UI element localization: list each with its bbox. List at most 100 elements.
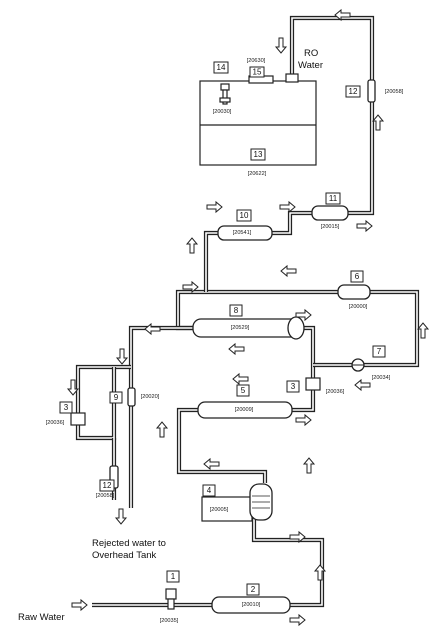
- numbox-3-left: 3: [59, 401, 73, 414]
- arrow-left-icon: [228, 342, 245, 356]
- code-14: [20030]: [213, 109, 232, 115]
- numbox-9: 9: [109, 391, 123, 404]
- valve-7: [351, 358, 365, 372]
- svg-text:3: 3: [291, 382, 296, 391]
- arrow-right-icon: [289, 613, 306, 627]
- code-13: [20622]: [248, 171, 267, 177]
- numbox-10: 10: [236, 209, 252, 222]
- numbox-13: 13: [250, 148, 266, 161]
- svg-text:5: 5: [241, 386, 246, 395]
- arrow-up-icon: [313, 564, 327, 581]
- svg-text:12: 12: [103, 481, 112, 490]
- arrow-up-icon: [416, 322, 430, 339]
- arrow-down-icon: [66, 379, 80, 396]
- svg-text:11: 11: [329, 194, 338, 203]
- arrow-left-icon: [280, 264, 297, 278]
- arrow-up-icon: [155, 421, 169, 438]
- filter-10: [217, 225, 273, 241]
- svg-text:13: 13: [254, 150, 263, 159]
- numbox-2: 2: [246, 583, 260, 596]
- code-1: [20035]: [160, 618, 179, 624]
- svg-text:7: 7: [377, 347, 382, 356]
- numbox-11: 11: [325, 192, 341, 205]
- arrow-right-icon: [295, 413, 312, 427]
- code-4: [20005]: [210, 507, 229, 513]
- arrow-right-icon: [295, 308, 312, 322]
- code-8: [20529]: [231, 325, 250, 331]
- arrow-right-icon: [356, 219, 373, 233]
- code-6: [20000]: [349, 304, 368, 310]
- code-3-left: [20036]: [46, 420, 65, 426]
- code-3-right: [20036]: [326, 389, 345, 395]
- filter-11: [311, 205, 349, 221]
- numbox-5: 5: [236, 384, 250, 397]
- filter-5: [197, 401, 293, 419]
- svg-text:10: 10: [240, 211, 249, 220]
- arrow-right-icon: [279, 200, 296, 214]
- numbox-12-bottom: 12: [99, 479, 115, 492]
- component-3-left: [70, 412, 86, 426]
- svg-text:6: 6: [355, 272, 360, 281]
- label-raw-water: Raw Water: [18, 612, 65, 623]
- code-2: [20010]: [242, 602, 261, 608]
- label-ro-line2: Water: [298, 60, 323, 71]
- code-5: [20009]: [235, 407, 254, 413]
- code-12-bottom: [20058]: [96, 493, 115, 499]
- arrow-left-icon: [334, 8, 351, 22]
- ro-inlet-connector: [285, 73, 299, 83]
- flow-arrows: [66, 8, 430, 627]
- filter-2: [211, 596, 291, 614]
- numbox-1: 1: [166, 570, 180, 583]
- label-rejected-line2: Overhead Tank: [92, 550, 157, 561]
- arrow-right-icon: [289, 530, 306, 544]
- numbox-14: 14: [213, 61, 229, 74]
- arrow-down-icon: [114, 508, 128, 525]
- arrow-right-icon: [182, 280, 199, 294]
- code-9: [20020]: [141, 394, 160, 400]
- svg-text:1: 1: [171, 572, 176, 581]
- numbox-12-top: 12: [345, 85, 361, 98]
- code-7: [20034]: [372, 375, 391, 381]
- flowmeter-9: [127, 387, 136, 407]
- numbox-4: 4: [202, 484, 216, 497]
- arrow-up-icon: [302, 457, 316, 474]
- arrow-left-icon: [203, 457, 220, 471]
- svg-text:2: 2: [251, 585, 256, 594]
- code-11: [20015]: [321, 224, 340, 230]
- arrow-left-icon: [144, 322, 161, 336]
- numbox-7: 7: [372, 345, 386, 358]
- svg-text:14: 14: [217, 63, 226, 72]
- arrow-up-icon: [185, 237, 199, 254]
- arrow-up-icon: [371, 114, 385, 131]
- membrane-8: [192, 316, 305, 340]
- pipe-network: [75, 15, 420, 608]
- svg-text:15: 15: [253, 68, 262, 77]
- svg-text:12: 12: [349, 87, 358, 96]
- svg-text:3: 3: [64, 403, 69, 412]
- arrow-left-icon: [232, 372, 249, 386]
- component-3-right: [305, 377, 321, 391]
- arrow-down-icon: [115, 348, 129, 365]
- float-valve-14: [219, 83, 231, 105]
- flowmeter-12-top: [367, 79, 376, 103]
- arrow-right-icon: [206, 200, 223, 214]
- numbox-15: 15: [249, 66, 265, 78]
- numbox-3-right: 3: [286, 380, 300, 393]
- code-10: [20541]: [233, 230, 252, 236]
- numbox-6: 6: [350, 270, 364, 283]
- label-ro-line1: RO: [304, 48, 318, 59]
- arrow-left-icon: [354, 378, 371, 392]
- arrow-right-icon: [71, 598, 88, 612]
- solenoid-1: [165, 588, 177, 610]
- svg-text:9: 9: [114, 393, 119, 402]
- code-15: [20630]: [247, 58, 266, 64]
- pump-4: [201, 483, 273, 522]
- code-12-top: [20058]: [385, 89, 404, 95]
- svg-text:8: 8: [234, 306, 239, 315]
- filter-6: [337, 284, 371, 300]
- numbox-8: 8: [229, 304, 243, 317]
- svg-text:4: 4: [207, 486, 212, 495]
- label-rejected-line1: Rejected water to: [92, 538, 166, 549]
- arrow-down-icon: [274, 37, 288, 54]
